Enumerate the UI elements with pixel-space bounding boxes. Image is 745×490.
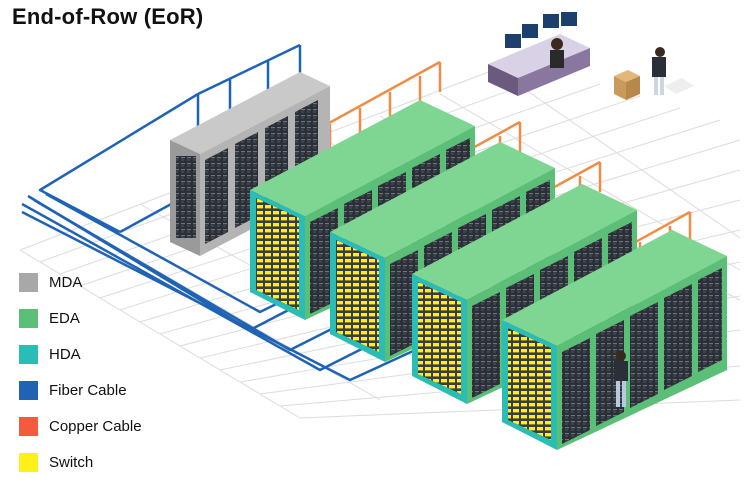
legend-label: MDA [49,273,83,291]
legend-swatch-hda [19,344,38,364]
legend-label: Fiber Cable [49,381,127,399]
legend-label: HDA [49,345,81,363]
legend-swatch-mda [19,272,38,292]
legend-label: EDA [49,309,80,327]
legend-swatch-eda [19,308,38,328]
legend-item-copper-cable: Copper Cable [19,416,142,436]
technician [614,351,628,407]
legend-item-fiber-cable: Fiber Cable [19,380,142,400]
worker-with-boxes [614,47,694,100]
legend-item-switch: Switch [19,452,142,472]
legend-item-eda: EDA [19,308,142,328]
legend-swatch-fiber-cable [19,380,38,400]
legend: MDA EDA HDA Fiber Cable Copper Cable Swi… [19,272,142,489]
legend-swatch-copper-cable [19,416,38,436]
eda-row-4 [502,230,727,450]
legend-swatch-switch [19,452,38,472]
legend-item-mda: MDA [19,272,142,292]
legend-label: Copper Cable [49,417,142,435]
legend-label: Switch [49,453,94,471]
operator-desk [488,12,590,96]
legend-item-hda: HDA [19,344,142,364]
page-title: End-of-Row (EoR) [12,4,204,29]
